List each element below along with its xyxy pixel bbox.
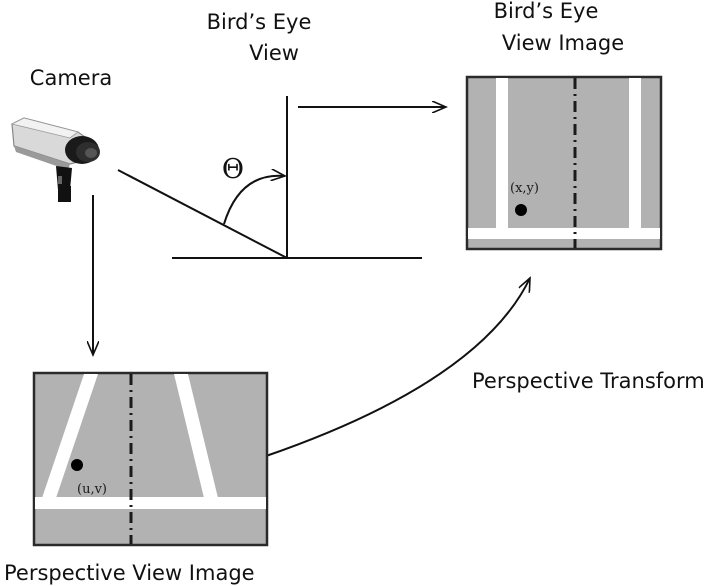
perspective-point-label: (u,v) (77, 482, 107, 497)
camera-ray (117, 169, 288, 259)
birds-eye-view-label-line2: View (249, 41, 299, 65)
camera-label: Camera (30, 66, 112, 90)
perspective-view-image: (u,v) (32, 371, 269, 547)
birds-eye-image: (x,y) (465, 75, 663, 251)
angle-symbol: Θ (222, 154, 244, 185)
angle-arc (223, 176, 285, 225)
perspective-view-image-label: Perspective View Image (4, 561, 255, 585)
perspective-point-marker (71, 459, 83, 471)
perspective-transform-arrow (265, 278, 531, 457)
birds-eye-image-label-line1: Bird’s Eye (494, 0, 599, 23)
birds-eye-point-marker (515, 204, 527, 216)
birds-eye-image-label-line2: View Image (502, 31, 624, 55)
perspective-transform-label: Perspective Transform (472, 369, 705, 393)
birds-eye-view-label-line1: Bird’s Eye (207, 10, 312, 34)
camera-icon (10, 117, 100, 202)
birds-eye-point-label: (x,y) (510, 181, 539, 196)
